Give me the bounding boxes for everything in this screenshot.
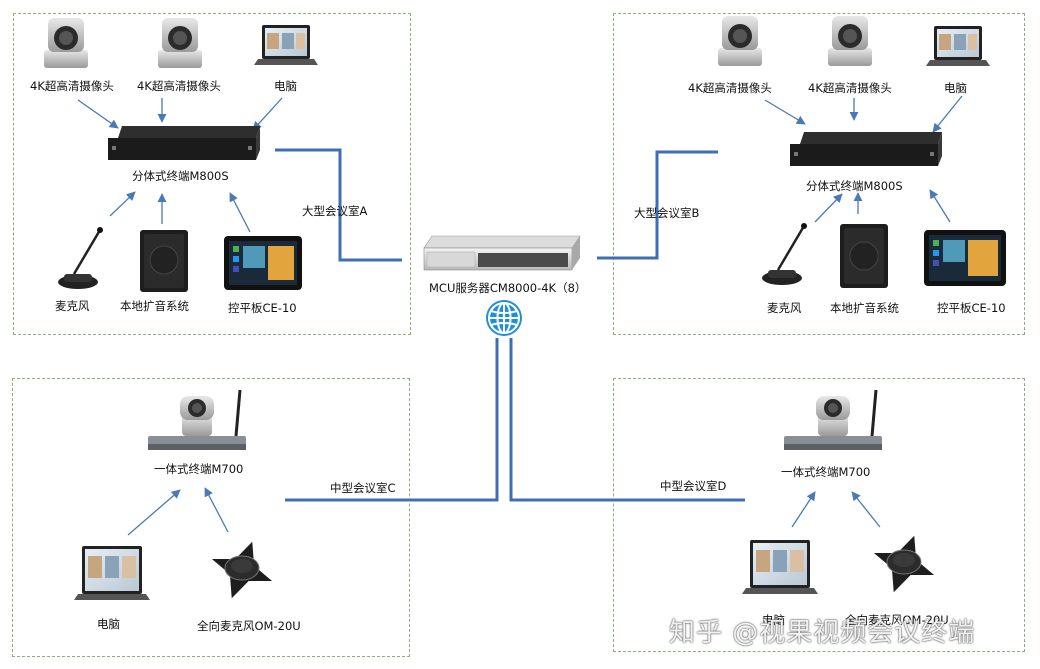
room-b-camera2-label: 4K超高清摄像头 xyxy=(808,81,892,95)
terminal-m700-icon xyxy=(784,389,882,450)
room-d-label: 中型会议室D xyxy=(660,479,727,493)
room-b-mic-label: 麦克风 xyxy=(767,301,802,315)
camera-icon xyxy=(44,18,88,68)
arrows-room-c xyxy=(127,487,229,536)
link-room-a xyxy=(275,148,402,262)
room-a-terminal-label: 分体式终端M800S xyxy=(132,169,229,183)
speaker-icon xyxy=(140,230,188,292)
mcu-server-icon xyxy=(423,235,581,271)
camera-icon xyxy=(828,16,872,66)
room-a-mic-label: 麦克风 xyxy=(55,299,90,313)
room-a-camera1-label: 4K超高清摄像头 xyxy=(30,79,114,93)
conference-mic-icon xyxy=(873,535,935,593)
room-a-camera2-label: 4K超高清摄像头 xyxy=(137,79,221,93)
room-b-terminal-label: 分体式终端M800S xyxy=(806,179,903,193)
control-panel-icon xyxy=(924,230,1006,286)
room-b-camera1-label: 4K超高清摄像头 xyxy=(688,81,772,95)
arrows-room-d xyxy=(791,491,881,528)
room-c-computer-label: 电脑 xyxy=(97,617,120,631)
link-room-c xyxy=(285,338,499,502)
watermark: 知乎 @视果视频会议终端 xyxy=(669,618,976,648)
camera-icon xyxy=(718,16,762,66)
arrows-room-a xyxy=(77,97,283,233)
room-a-speaker-label: 本地扩音系统 xyxy=(120,299,189,313)
room-c-box xyxy=(12,378,410,657)
arrows-room-b xyxy=(764,95,963,223)
room-a-panel-label: 控平板CE-10 xyxy=(228,301,297,315)
room-b-speaker-label: 本地扩音系统 xyxy=(830,301,899,315)
room-a-box xyxy=(13,13,411,335)
laptop-icon xyxy=(926,26,990,66)
room-b-label: 大型会议室B xyxy=(634,206,700,220)
laptop-icon xyxy=(254,25,318,65)
terminal-m700-icon xyxy=(148,389,246,450)
network-links xyxy=(275,148,745,502)
room-a-computer-label: 电脑 xyxy=(274,79,297,93)
room-b-box xyxy=(613,13,1025,335)
room-d-computer-label: 电脑 xyxy=(762,613,785,627)
room-c-label: 中型会议室C xyxy=(330,481,396,495)
laptop-icon xyxy=(74,546,150,600)
room-b-computer-label: 电脑 xyxy=(944,81,967,95)
globe-icon xyxy=(486,300,522,336)
conference-mic-icon xyxy=(211,541,273,599)
link-room-b xyxy=(597,150,718,260)
terminal-icon xyxy=(108,126,260,160)
room-c-mic-label: 全向麦克风OM-20U xyxy=(197,619,301,633)
server-label: MCU服务器CM8000-4K（8） xyxy=(429,281,587,295)
microphone-icon xyxy=(762,223,807,285)
room-b-panel-label: 控平板CE-10 xyxy=(937,301,1006,315)
room-d-mic-label: 全向麦克风OM-20U xyxy=(845,613,949,627)
speaker-icon xyxy=(840,224,888,288)
laptop-icon xyxy=(742,540,818,594)
room-a-label: 大型会议室A xyxy=(302,204,368,218)
control-panel-icon xyxy=(224,236,302,290)
camera-icon xyxy=(158,18,202,68)
room-c-terminal-label: 一体式终端M700 xyxy=(154,462,244,476)
microphone-icon xyxy=(58,227,103,289)
link-room-d xyxy=(509,338,745,502)
terminal-icon xyxy=(790,132,942,166)
room-d-terminal-label: 一体式终端M700 xyxy=(781,465,871,479)
room-d-box xyxy=(613,378,1025,652)
